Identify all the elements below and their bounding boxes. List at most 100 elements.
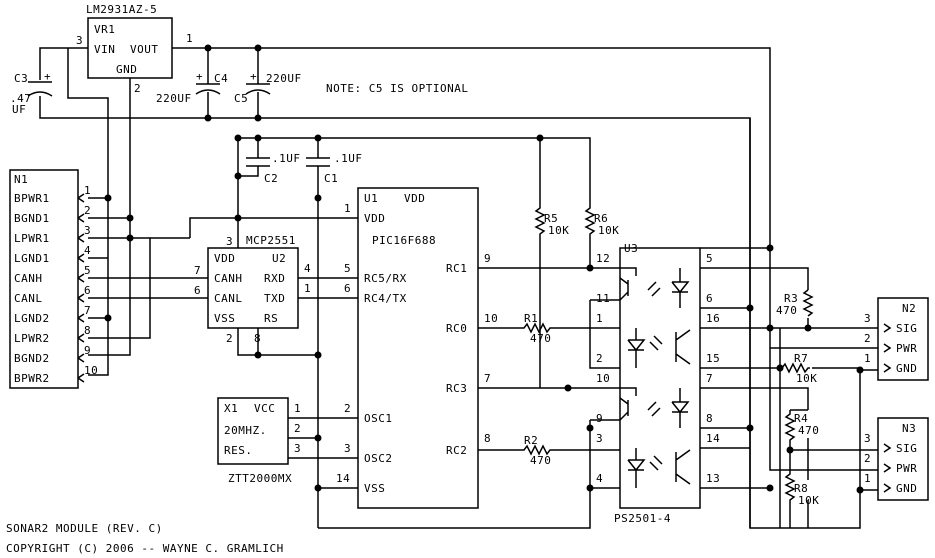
u1-ref: U1 — [364, 192, 378, 205]
c3-val2: UF — [12, 103, 26, 116]
n1-pin-arrow — [77, 293, 85, 303]
r2-ref: R2 — [524, 434, 538, 447]
c2-val: .1UF — [272, 152, 301, 165]
u1-part: PIC16F688 — [372, 234, 436, 247]
vr1-pin2: 2 — [134, 82, 141, 95]
u1-rc2: RC2 — [446, 444, 467, 457]
n1-pin-label: LGND2 — [14, 312, 50, 325]
n1-pin-arrow — [77, 373, 85, 383]
u1-pin1: 1 — [344, 202, 351, 215]
u2-part: MCP2551 — [246, 234, 296, 247]
x1-vcc: VCC — [254, 402, 275, 415]
x1-resonator: X1 VCC 20MHZ. RES. 1 2 3 ZTT2000MX — [217, 397, 301, 485]
vr1-gnd: GND — [116, 63, 137, 76]
n3-pin2: 2 — [864, 452, 871, 465]
u3-left-pin: 10 — [596, 372, 610, 385]
u1-pin5: 5 — [344, 262, 351, 275]
r5-val: 10K — [548, 224, 569, 237]
n3-gnd: GND — [896, 482, 917, 495]
u3-left-pin: 1 — [596, 312, 603, 325]
n1-pin-number: 10 — [84, 364, 98, 377]
n1-pin-label: BGND1 — [14, 212, 50, 225]
n3-pwr: PWR — [896, 462, 917, 475]
u2-pin1: 1 — [304, 282, 311, 295]
c4-pol: + — [196, 70, 203, 83]
r3-val: 470 — [776, 304, 797, 317]
u1-rc5: RC5/RX — [364, 272, 407, 285]
n2-pin2: 2 — [864, 332, 871, 345]
n1-pin-arrow — [77, 273, 85, 283]
wires — [39, 47, 878, 529]
junctions — [104, 44, 864, 494]
n3-connector: N3 SIG PWR GND 3 2 1 — [864, 417, 929, 501]
n1-pin-number: 1 — [84, 184, 91, 197]
vr1-regulator: LM2931AZ-5 VR1 VIN VOUT GND 3 1 2 — [76, 3, 193, 95]
n1-ref: N1 — [14, 173, 28, 186]
u1-vdd-top: VDD — [404, 192, 425, 205]
r5-ref: R5 — [544, 212, 558, 225]
u3-right-pin: 13 — [706, 472, 720, 485]
c4-ref: C4 — [214, 72, 228, 85]
n1-pin-number: 4 — [84, 244, 91, 257]
x1-res: RES. — [224, 444, 253, 457]
u1-rc4: RC4/TX — [364, 292, 407, 305]
n1-pin-number: 9 — [84, 344, 91, 357]
u1-osc2: OSC2 — [364, 452, 393, 465]
resistors: R5 10K R6 10K R1 470 R2 470 R3 470 R7 10… — [520, 200, 819, 528]
r4-val: 470 — [798, 424, 819, 437]
capacitors: C3 + .47 UF + C4 220UF + 220UF C5 .1UF C… — [10, 70, 362, 185]
u3-right-pin: 8 — [706, 412, 713, 425]
u3-part: PS2501-4 — [614, 512, 671, 525]
n1-pin-arrow — [77, 233, 85, 243]
vr1-part: LM2931AZ-5 — [86, 3, 157, 16]
u3-right-pin: 6 — [706, 292, 713, 305]
u2-txd: TXD — [264, 292, 285, 305]
n1-pin-number: 5 — [84, 264, 91, 277]
u2-rs: RS — [264, 312, 278, 325]
u3-left-pin: 4 — [596, 472, 603, 485]
r6-val: 10K — [598, 224, 619, 237]
c3-val1: .47 — [10, 92, 31, 105]
vr1-pin3: 3 — [76, 34, 83, 47]
x1-pin2: 2 — [294, 422, 301, 435]
vr1-vout: VOUT — [130, 43, 159, 56]
u2-canl: CANL — [214, 292, 243, 305]
n1-pin-arrow — [77, 333, 85, 343]
n2-pin3: 3 — [864, 312, 871, 325]
r3-ref: R3 — [784, 292, 798, 305]
x1-pin3: 3 — [294, 442, 301, 455]
x1-pin1: 1 — [294, 402, 301, 415]
n1-pin-number: 8 — [84, 324, 91, 337]
n2-pin1: 1 — [864, 352, 871, 365]
u1-pic16f688: U1 VDD VDD PIC16F688 RC5/RX RC4/TX OSC1 … — [336, 187, 498, 509]
n1-pin-label: BPWR1 — [14, 192, 50, 205]
n1-connector: N1 BPWR11BGND12LPWR13LGND14CANH5CANL6LGN… — [9, 169, 98, 389]
u2-rxd: RXD — [264, 272, 285, 285]
n1-pin-label: LPWR2 — [14, 332, 50, 345]
n1-pin-label: BGND2 — [14, 352, 50, 365]
u1-rc3: RC3 — [446, 382, 467, 395]
c5-pol: + — [250, 70, 257, 83]
u3-left-pin: 9 — [596, 412, 603, 425]
n3-sig: SIG — [896, 442, 917, 455]
n1-pin-arrow — [77, 193, 85, 203]
r6-ref: R6 — [594, 212, 608, 225]
note-text: NOTE: C5 IS OPTIONAL — [326, 82, 468, 95]
r7-val: 10K — [796, 372, 817, 385]
n2-pwr: PWR — [896, 342, 917, 355]
c3-pol: + — [44, 70, 51, 83]
u3-right-pin: 5 — [706, 252, 713, 265]
u1-rc1: RC1 — [446, 262, 467, 275]
vr1-ref: VR1 — [94, 23, 115, 36]
u1-pin7: 7 — [484, 372, 491, 385]
u1-vss: VSS — [364, 482, 385, 495]
u1-pin9: 9 — [484, 252, 491, 265]
r8-ref: R8 — [794, 482, 808, 495]
n1-pin-number: 6 — [84, 284, 91, 297]
c3-ref: C3 — [14, 72, 28, 85]
u1-pin10: 10 — [484, 312, 498, 325]
u2-pin3: 3 — [226, 235, 233, 248]
n2-ref: N2 — [902, 302, 916, 315]
u2-mcp2551: 3 MCP2551 VDD U2 CANH RXD CANL TXD VSS R… — [194, 234, 311, 345]
